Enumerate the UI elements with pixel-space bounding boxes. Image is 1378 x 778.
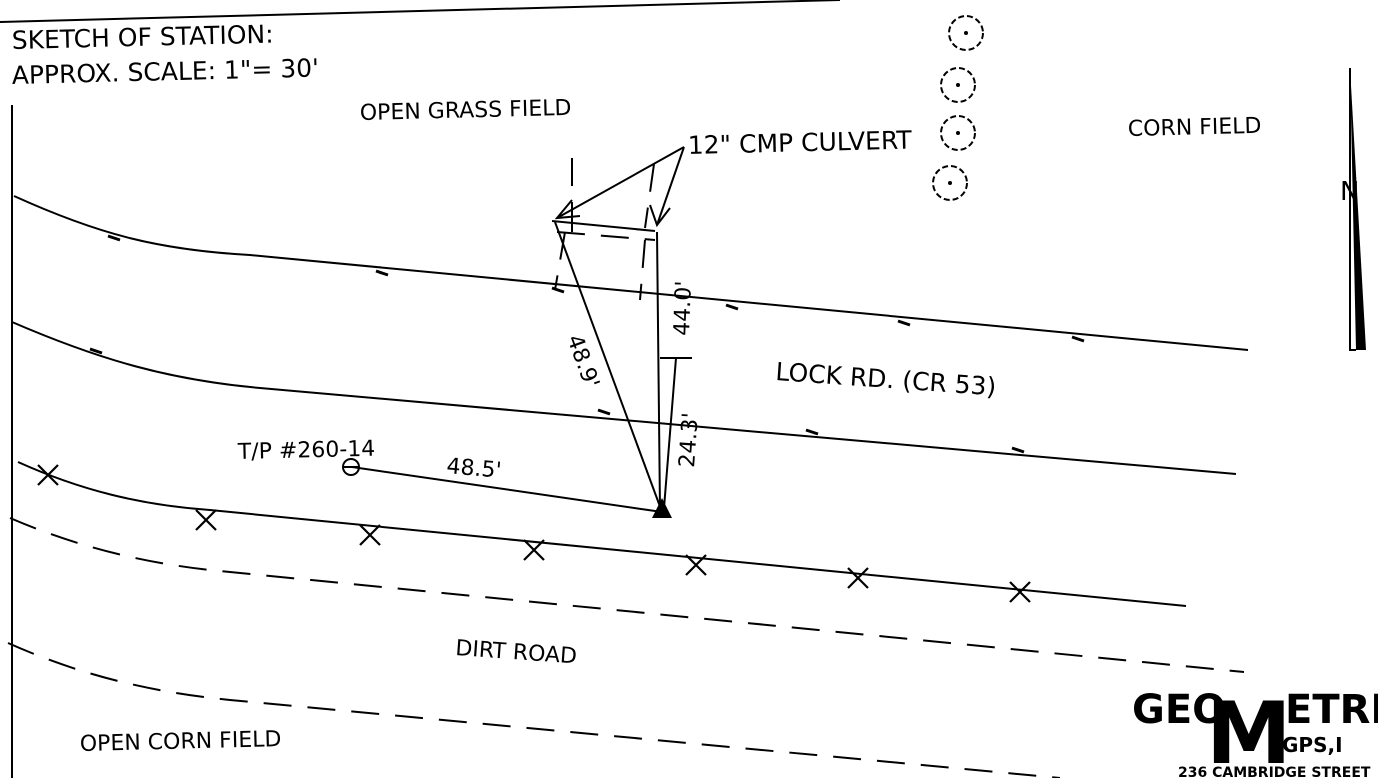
sketch-title: SKETCH OF STATION: <box>11 20 274 55</box>
dimension-label: 44.0' <box>670 280 697 336</box>
dirt-road-edge-north <box>9 517 1245 673</box>
company-address: 236 CAMBRIDGE STREET <box>1178 765 1371 778</box>
corn-field-label: CORN FIELD <box>1128 114 1262 142</box>
dirt-road-label: DIRT ROAD <box>455 636 578 669</box>
road-edge-north <box>13 195 1249 351</box>
road-ticks <box>89 234 1085 454</box>
svg-text:GPS,I: GPS,I <box>1282 733 1343 757</box>
north-arrow-icon <box>1349 68 1366 351</box>
station-marker-icon <box>652 498 672 518</box>
tp-label: T/P #260-14 <box>237 437 376 465</box>
fence-line <box>17 461 1187 607</box>
svg-text:GEO: GEO <box>1132 687 1226 733</box>
fence-x-marks <box>37 464 1031 603</box>
open-corn-field-label: OPEN CORN FIELD <box>80 727 282 757</box>
measurement-lines <box>351 221 692 513</box>
lock-road-label: LOCK RD. (CR 53) <box>775 357 998 401</box>
tree-icon <box>948 15 984 51</box>
north-label: N <box>1340 177 1359 207</box>
tree-icon <box>932 165 968 201</box>
culvert-leader <box>554 146 685 228</box>
open-grass-field-label: OPEN GRASS FIELD <box>360 96 572 126</box>
company-logo: GEO M ETRI GPS,I <box>1132 684 1378 778</box>
culvert-icon <box>551 158 656 301</box>
sketch-scale: APPROX. SCALE: 1"= 30' <box>11 54 319 90</box>
dimension-label: 48.5' <box>445 454 502 484</box>
dimension-label: 24.3' <box>675 412 704 469</box>
svg-text:M: M <box>1206 684 1292 778</box>
road-edge-south <box>11 321 1237 475</box>
tree-icon <box>940 67 976 103</box>
frame-top <box>0 0 841 23</box>
culvert-label: 12" CMP CULVERT <box>687 126 912 160</box>
svg-text:ETRI: ETRI <box>1285 687 1378 733</box>
dimension-label: 48.9' <box>561 332 603 392</box>
tree-icon <box>940 115 976 151</box>
